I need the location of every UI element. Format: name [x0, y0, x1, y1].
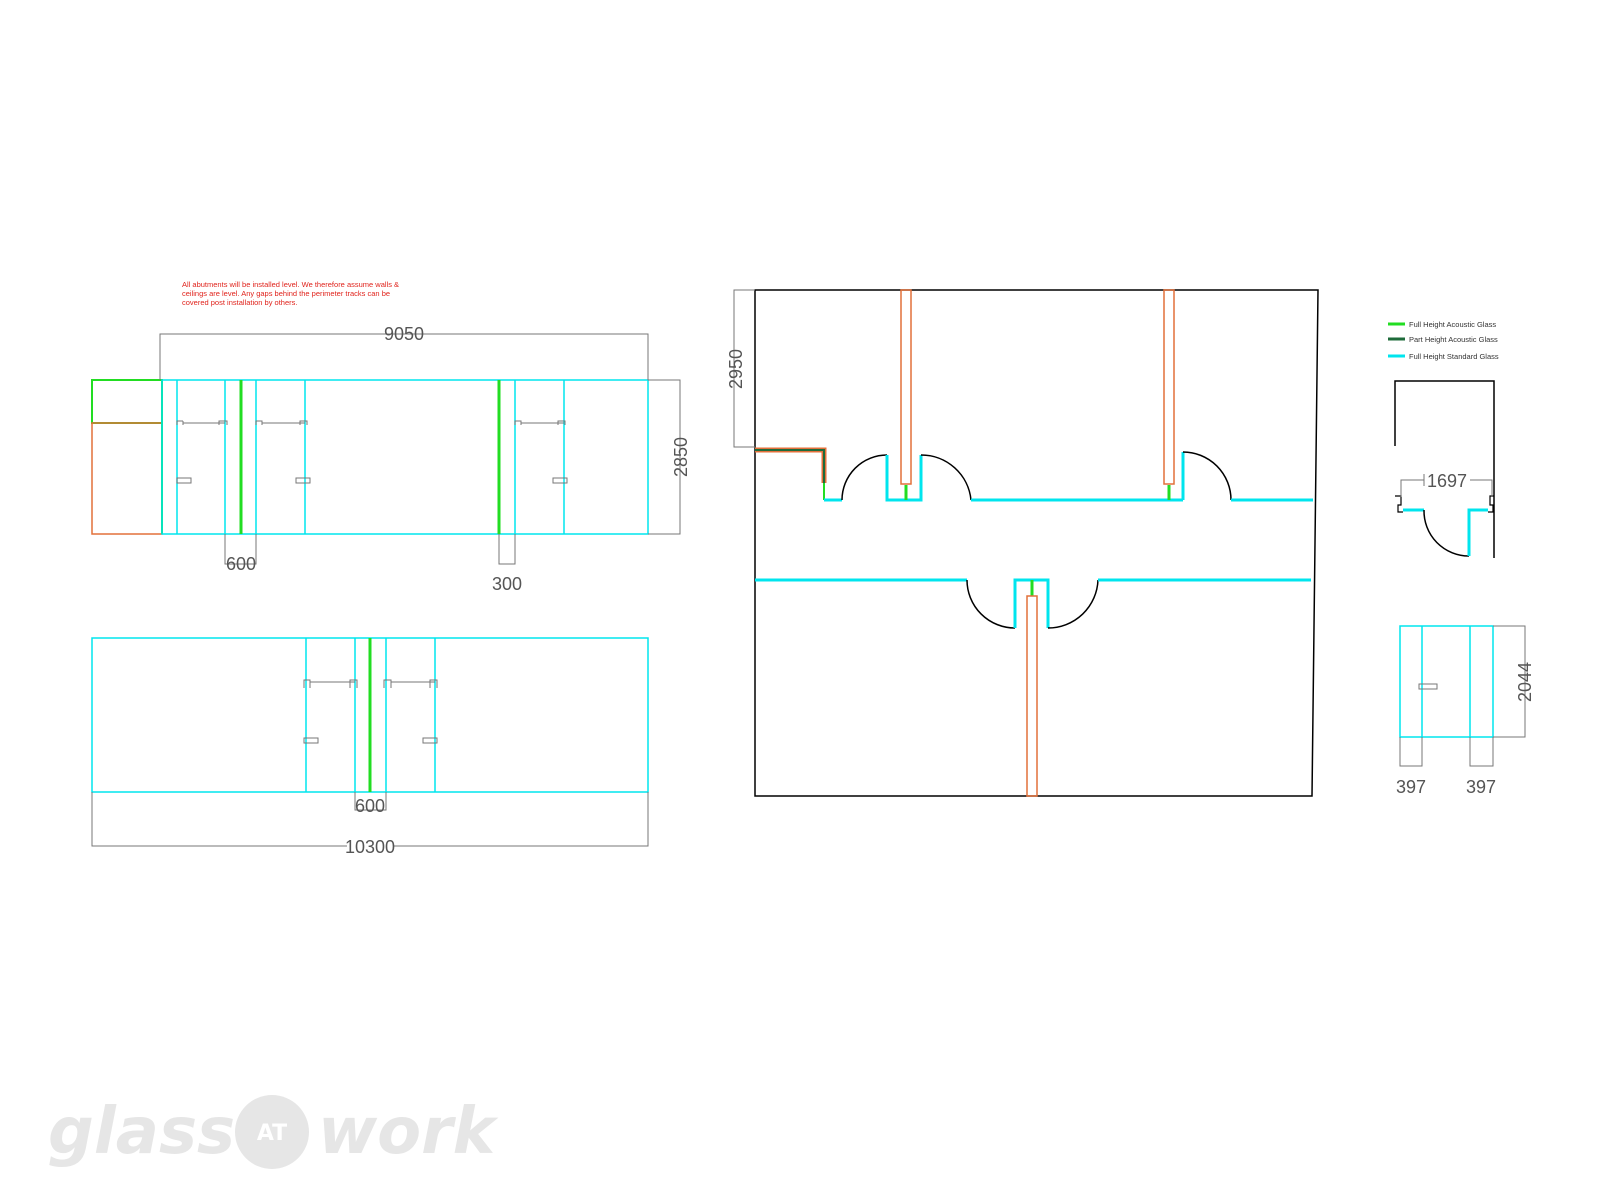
door-swing-arc: [1182, 451, 1232, 501]
installation-note: All abutments will be installed level. W…: [182, 280, 432, 307]
door-handle-icon: [552, 477, 568, 484]
door-handle-icon: [295, 477, 311, 484]
wall-return-frame: [1163, 289, 1175, 485]
legend-label: Part Height Acoustic Glass: [1409, 335, 1498, 344]
door-handle-icon: [303, 737, 319, 744]
logo-word-work: work: [318, 1095, 499, 1169]
logo-at-circle: [235, 1095, 309, 1169]
door-swing-arc: [966, 579, 1016, 629]
dim-door-gap-top: 600: [226, 554, 256, 574]
floor-plan: 2950: [726, 289, 1319, 797]
door-swing-arc: [1047, 579, 1099, 629]
glass-at-work-logo: glass AT work: [48, 1095, 499, 1169]
glass-run-top: [161, 379, 649, 535]
dim-width-top: 9050: [384, 324, 424, 344]
elevation-bottom: 600 10300: [91, 637, 649, 857]
detail-plan: 1697: [1394, 380, 1495, 558]
door-swing-arc: [920, 454, 972, 501]
installation-note-line-2: ceilings are level. Any gaps behind the …: [182, 289, 391, 298]
detail-elevation: 2044 397 397: [1396, 625, 1535, 797]
dim-door-gap-bottom: 600: [355, 796, 385, 816]
dim-detail-height: 2044: [1515, 662, 1535, 702]
door-handle-icon: [1418, 683, 1438, 690]
detail-glass: [1399, 625, 1494, 738]
elevation-top: 9050 2850 600 300: [91, 324, 691, 594]
dim-height-top: 2850: [671, 437, 691, 477]
legend-item-part-height-acoustic: Part Height Acoustic Glass: [1388, 335, 1498, 344]
door-handle-icon: [422, 737, 438, 744]
return-panel-acoustic: [91, 379, 163, 424]
dim-post-top: 300: [492, 574, 522, 594]
door-swing-arc: [1423, 509, 1470, 557]
part-height-acoustic-wall: [755, 449, 825, 483]
dim-plan-side: 2950: [726, 349, 746, 389]
legend-item-full-height-acoustic: Full Height Acoustic Glass: [1388, 320, 1496, 329]
legend-label: Full Height Standard Glass: [1409, 352, 1499, 361]
dim-detail-width: 1697: [1427, 471, 1467, 491]
door-handle-icon: [176, 477, 192, 484]
installation-note-line-3: covered post installation by others.: [182, 298, 298, 307]
wall-return-frame: [900, 289, 912, 485]
logo-at: AT: [257, 1121, 287, 1146]
legend-label: Full Height Acoustic Glass: [1409, 320, 1496, 329]
installation-note-line-1: All abutments will be installed level. W…: [182, 280, 400, 289]
logo-word-glass: glass: [48, 1095, 235, 1169]
wall-return-frame: [1026, 595, 1038, 797]
plan-outline: [754, 289, 1319, 797]
legend: Full Height Acoustic Glass Part Height A…: [1388, 320, 1499, 361]
legend-item-full-height-standard: Full Height Standard Glass: [1388, 352, 1499, 361]
dim-detail-right: 397: [1466, 777, 1496, 797]
return-panel-solid: [91, 422, 163, 535]
dim-detail-left: 397: [1396, 777, 1426, 797]
door-swing-arc: [841, 454, 888, 501]
dim-width-bottom: 10300: [345, 837, 395, 857]
